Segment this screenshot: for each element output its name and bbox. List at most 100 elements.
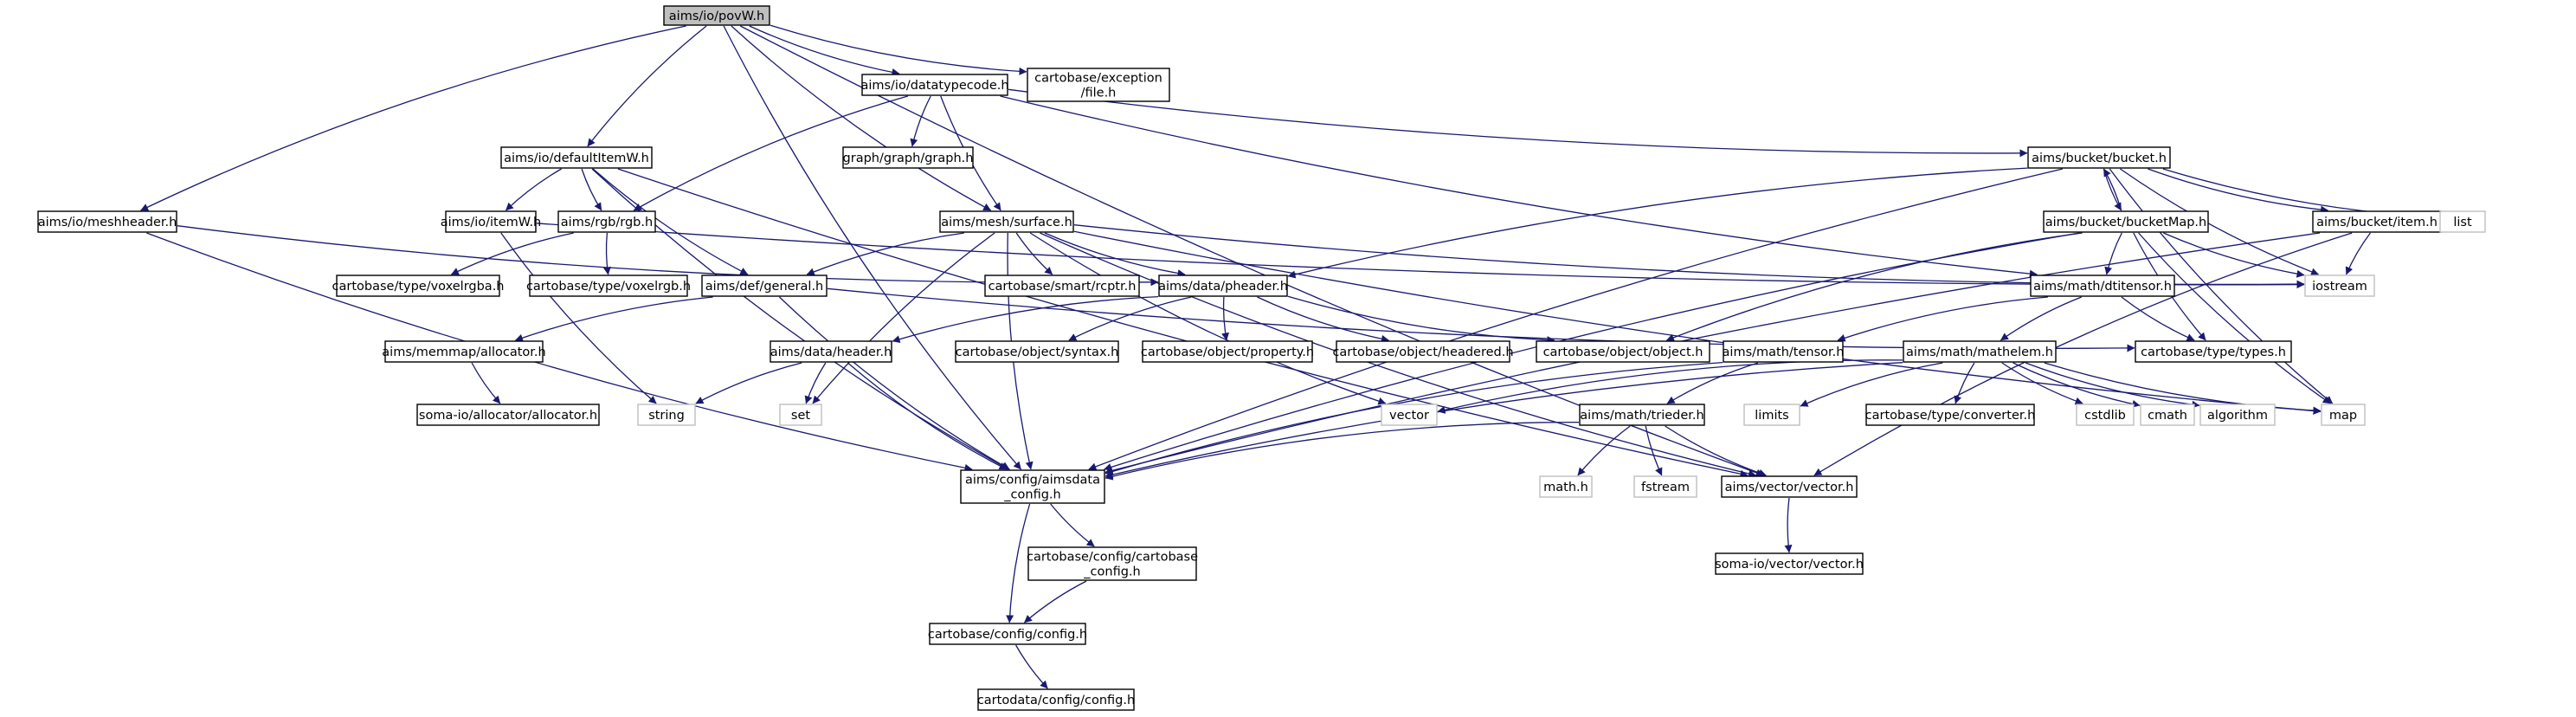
node-label: graph/graph/graph.h: [843, 152, 974, 165]
node-box: [2076, 404, 2135, 426]
node-trieder[interactable]: aims/math/trieder.h: [1579, 404, 1705, 426]
edge-mathelem-to-converter: [1954, 362, 1975, 404]
edge-vectorh-to-somavector: [1784, 497, 1793, 553]
node-voxelrgb[interactable]: cartobase/type/voxelrgb.h: [526, 275, 691, 297]
node-box: [2199, 404, 2276, 426]
node-label: aims/def/general.h: [705, 280, 824, 294]
edge-povw-to-surface: [731, 25, 992, 211]
edge-itemw-to-string: [500, 232, 657, 404]
edge-bucket-to-item: [2148, 168, 2329, 214]
edge-header-to-set: [804, 362, 827, 404]
node-label: cartobase/type/voxelrgb.h: [526, 280, 691, 294]
edge-bucketmap-to-dtitensor: [2104, 232, 2122, 275]
node-box: [2043, 210, 2209, 233]
node-allocatorh[interactable]: aims/memmap/allocator.h: [382, 340, 546, 363]
edge-povw-to-cbexception: [770, 24, 1027, 75]
node-box: [977, 688, 1135, 711]
node-types[interactable]: cartobase/type/types.h: [2135, 340, 2292, 363]
node-cstdlib: cstdlib: [2076, 404, 2135, 426]
node-graph[interactable]: graph/graph/graph.h: [842, 146, 974, 169]
node-syntax[interactable]: cartobase/object/syntax.h: [955, 340, 1119, 363]
node-tensor[interactable]: aims/math/tensor.h: [1723, 340, 1845, 363]
edge-datatypecode-to-rgb: [633, 95, 908, 211]
node-cbconfig[interactable]: cartobase/config/cartobase_config.h: [1027, 546, 1198, 581]
node-aimsdataconfig[interactable]: aims/config/aimsdata_config.h: [960, 469, 1105, 504]
node-cdconfig[interactable]: cartodata/config/config.h: [977, 688, 1135, 711]
edge-tensor-to-trieder: [1666, 362, 1759, 404]
node-somavector[interactable]: soma-io/vector/vector.h: [1715, 552, 1864, 575]
edge-defaultitemw-to-general: [592, 168, 749, 275]
edge-tensor-to-aimsdataconfig: [1104, 361, 1723, 475]
node-rgb[interactable]: aims/rgb/rgb.h: [557, 210, 656, 233]
node-voxelrgba[interactable]: cartobase/type/voxelrgba.h: [332, 275, 505, 297]
node-vector: vector: [1381, 404, 1438, 426]
node-property[interactable]: cartobase/object/property.h: [1141, 340, 1314, 363]
nodes: aims/io/povW.h aims/io/datatypecode.h cart…: [37, 5, 2486, 711]
node-box: [1158, 275, 1288, 297]
node-label: aims/data/header.h: [770, 346, 892, 359]
edge-config-to-cdconfig: [1015, 644, 1048, 689]
node-box: [939, 210, 1074, 233]
node-label: algorithm: [2207, 409, 2268, 423]
node-label: set: [791, 409, 810, 423]
edge-surface-to-general: [806, 232, 964, 276]
node-itemw[interactable]: aims/io/itemW.h: [441, 210, 542, 233]
edge-povw-to-defaultitemw: [587, 25, 707, 147]
node-box: [960, 469, 1105, 504]
node-label: cartobase/type/converter.h: [1865, 409, 2036, 423]
node-rcptr[interactable]: cartobase/smart/rcptr.h: [984, 275, 1140, 297]
node-datatypecode[interactable]: aims/io/datatypecode.h: [860, 74, 1009, 96]
node-box: [2439, 210, 2486, 233]
edge-bucketmap-to-object: [1665, 232, 2083, 342]
edge-mathelem-to-limits: [1800, 362, 1943, 407]
edge-defaultitemw-to-itemw: [505, 168, 562, 211]
edge-item-to-vectorh: [1813, 232, 2353, 476]
node-meshheader[interactable]: aims/io/meshheader.h: [37, 210, 177, 233]
node-string: string: [637, 404, 696, 426]
node-box: [955, 340, 1119, 363]
node-label: cstdlib: [2084, 409, 2126, 423]
edge-bucket-to-iostream: [2120, 168, 2320, 276]
node-box: [1721, 475, 1858, 498]
node-item[interactable]: aims/bucket/item.h: [2312, 210, 2442, 233]
node-label: aims/math/tensor.h: [1723, 346, 1845, 359]
node-limits: limits: [1743, 404, 1800, 426]
node-label: aims/rgb/rgb.h: [561, 216, 653, 229]
node-headered[interactable]: cartobase/object/headered.h: [1332, 340, 1514, 363]
node-config[interactable]: cartobase/config/config.h: [928, 623, 1087, 645]
node-box: [1579, 404, 1705, 426]
node-mathelem[interactable]: aims/math/mathelem.h: [1903, 340, 2057, 363]
edge-item-to-aimsdataconfig: [1104, 232, 2321, 475]
node-converter[interactable]: cartobase/type/converter.h: [1865, 404, 2036, 426]
node-label: aims/vector/vector.h: [1725, 481, 1854, 494]
node-pheader[interactable]: aims/data/pheader.h: [1158, 275, 1288, 297]
node-vectorh[interactable]: aims/vector/vector.h: [1721, 475, 1858, 498]
edge-meshheader-to-aimsdataconfig: [146, 232, 973, 472]
node-somaalloc[interactable]: soma-io/allocator/allocator.h: [416, 404, 600, 426]
node-box: [1865, 404, 2035, 426]
node-box: [1381, 404, 1438, 426]
node-dtitensor[interactable]: aims/math/dtitensor.h: [2030, 275, 2175, 297]
node-header[interactable]: aims/data/header.h: [770, 340, 892, 363]
edge-mathelem-to-aimsdataconfig: [1104, 362, 1903, 479]
node-label: soma-io/allocator/allocator.h: [419, 409, 597, 423]
edge-trieder-to-vectorh: [1665, 425, 1767, 477]
edge-aimsdataconfig-to-cbconfig: [1050, 503, 1095, 547]
node-defaultitemw[interactable]: aims/io/defaultItemW.h: [500, 146, 653, 169]
node-bucketmap[interactable]: aims/bucket/bucketMap.h: [2043, 210, 2209, 233]
node-label: aims/bucket/bucketMap.h: [2045, 216, 2206, 229]
node-label: iostream: [2312, 280, 2367, 294]
node-cbexception[interactable]: cartobase/exception/file.h: [1027, 68, 1170, 102]
node-general[interactable]: aims/def/general.h: [701, 275, 828, 297]
edge-aimsdataconfig-to-config: [1006, 503, 1031, 623]
edge-header-to-aimsdataconfig: [847, 362, 1008, 470]
node-label: cartobase/smart/rcptr.h: [989, 280, 1137, 294]
node-povw[interactable]: aims/io/povW.h: [663, 5, 770, 26]
node-object[interactable]: cartobase/object/object.h: [1536, 340, 1710, 363]
node-surface[interactable]: aims/mesh/surface.h: [939, 210, 1074, 233]
node-box: [557, 210, 656, 233]
node-bucket[interactable]: aims/bucket/bucket.h: [2027, 146, 2171, 169]
node-box: [2027, 146, 2171, 169]
node-set: set: [779, 404, 822, 426]
edge-mathelem-to-cstdlib: [2001, 362, 2083, 405]
